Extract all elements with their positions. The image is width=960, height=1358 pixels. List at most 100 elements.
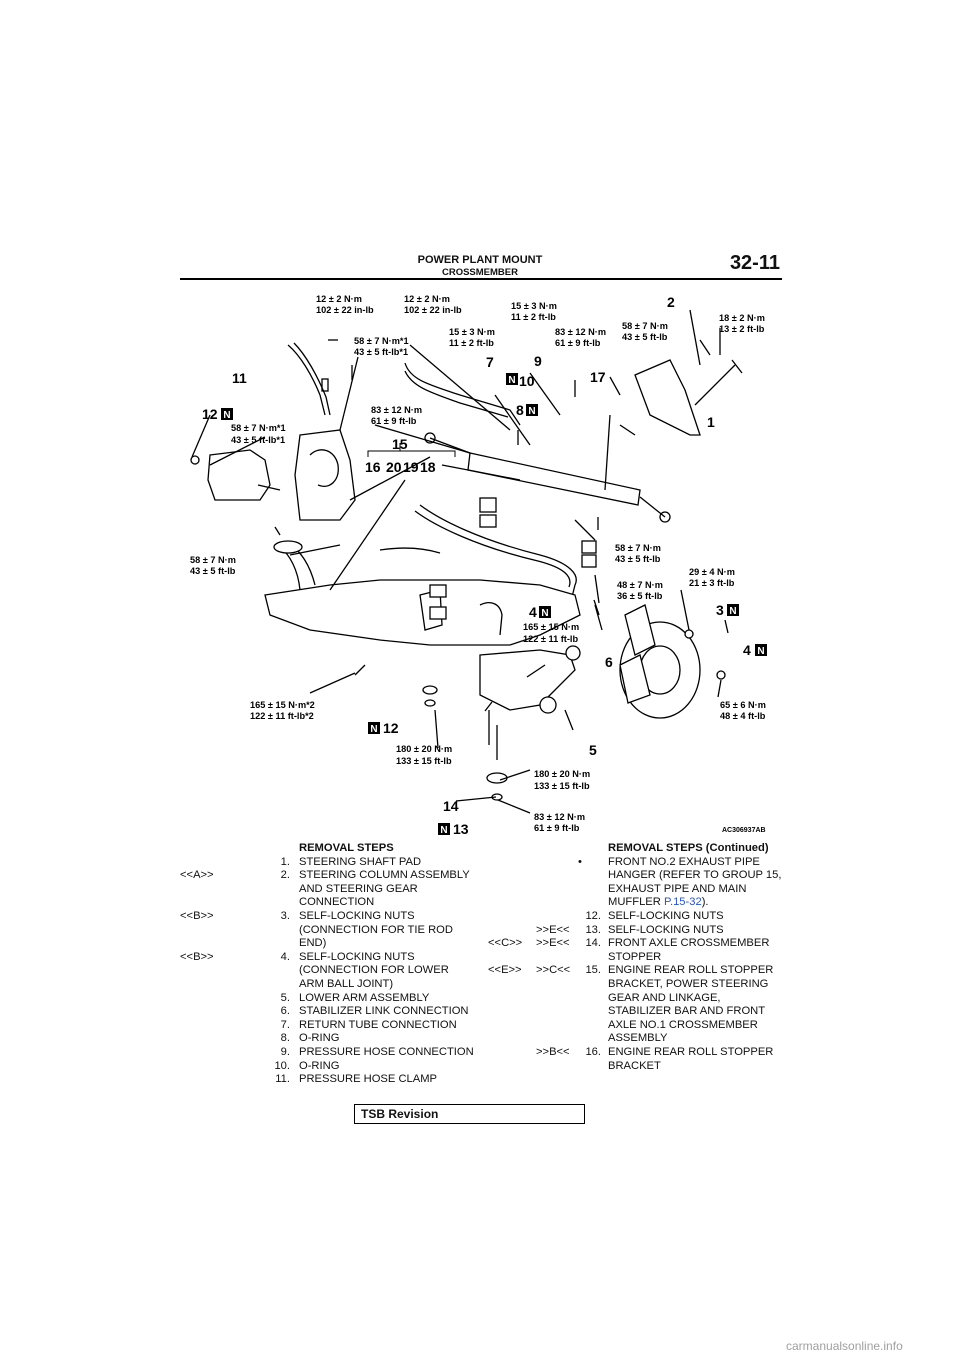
torque-label: 122 ± 11 ft-lb [523,634,578,644]
torque-label: 58 ± 7 N·m [622,321,668,331]
svg-text:N: N [370,724,377,735]
torque-label: 43 ± 5 ft-lb*1 [231,435,285,445]
step-text: ENGINE REAR ROLL STOPPER [608,1046,774,1058]
torque-label: 165 ± 15 N·m*2 [250,700,315,710]
step-text: PRESSURE HOSE CONNECTION [299,1046,474,1058]
torque-label: 102 ± 22 in-lb [404,305,462,315]
torque-label: 58 ± 7 N·m [615,543,661,553]
step-number: 12. [585,910,601,922]
diagram-drawing [190,309,743,814]
callout-number: 9 [534,353,542,369]
step-text: O-RING [299,1059,340,1072]
torque-label: 61 ± 9 ft-lb [555,338,601,348]
step-text: O-RING [299,1032,340,1045]
step-text: AXLE NO.1 CROSSMEMBER [608,1018,758,1031]
step-text: SELF-LOCKING NUTS [608,923,724,936]
callout-number: 1 [707,414,715,430]
step-text: (CONNECTION FOR TIE ROD [299,923,453,936]
torque-label: 36 ± 5 ft-lb [617,591,663,601]
callout-number: 6 [605,654,613,670]
bullet-text: HANGER (REFER TO GROUP 15, [608,869,782,882]
step-text: LOWER ARM ASSEMBLY [299,991,430,1004]
step-ref: >>C<< [536,964,571,977]
bullet-text: EXHAUST PIPE AND MAIN [608,882,747,895]
bullet-icon: • [578,855,582,868]
callout-number: 4 [743,642,751,658]
step-ref: >>E<< [536,923,570,936]
step-number: 4. [280,950,290,963]
removal-steps-title: REMOVAL STEPS [299,842,394,854]
torque-label: 11 ± 2 ft-lb [511,312,556,322]
torque-label: 165 ± 15 N·m [523,622,579,632]
step-number: 15. [585,964,601,977]
callout-numbers: 1 2 3 4 4 5 6 7 8 9 10 11 12 12 13 14 15… [202,294,751,837]
svg-text:N: N [729,606,736,617]
callout-number: 14 [443,798,459,814]
callout-number: 2 [667,294,675,310]
step-ref: <<B>> [180,950,214,963]
torque-label: 83 ± 12 N·m [555,327,606,337]
torque-label: 83 ± 12 N·m [534,812,585,822]
torque-label: 58 ± 7 N·m*1 [231,423,286,433]
torque-label: 133 ± 15 ft-lb [396,756,452,766]
step-text: AND STEERING GEAR [299,882,418,895]
step-number: 13. [585,923,601,936]
callout-number: 4 [529,604,537,620]
step-number: 6. [280,1005,290,1018]
step-text: SELF-LOCKING NUTS [608,910,724,922]
step-text: RETURN TUBE CONNECTION [299,1018,457,1031]
callout-number: 15 [392,436,408,452]
step-text: CONNECTION [299,896,375,909]
step-text: FRONT AXLE CROSSMEMBER [608,937,770,950]
removal-steps-continued-title: REMOVAL STEPS (Continued) [608,842,769,854]
callout-number: 7 [486,354,494,370]
step-text: PRESSURE HOSE CLAMP [299,1073,438,1086]
torque-label: 21 ± 3 ft-lb [689,578,735,588]
torque-label: 61 ± 9 ft-lb [534,823,580,833]
callout-number: 16 [365,459,381,475]
step-ref: <<B>> [180,910,214,922]
step-number: 16. [585,1046,601,1058]
callout-number: 17 [590,369,606,385]
n-badge: N [438,823,450,836]
callout-number: 20 [386,459,402,475]
step-ref: <<A>> [180,869,214,882]
step-text: STABILIZER LINK CONNECTION [299,1005,469,1018]
figure-code: AC306937AB [722,827,766,834]
header-rule [180,278,782,280]
torque-label: 48 ± 7 N·m [617,580,663,590]
step-number: 10. [274,1059,290,1072]
step-ref: <<C>> [488,937,523,950]
n-badges: N N N N N N N N [221,373,767,836]
step-text: BRACKET, POWER STEERING [608,978,769,990]
torque-label: 43 ± 5 ft-lb [615,554,661,564]
removal-steps-left: REMOVAL STEPS 1. STEERING SHAFT PAD <<A>… [180,842,480,1092]
tsb-revision-box: TSB Revision [354,1104,585,1124]
torque-label: 43 ± 5 ft-lb*1 [354,347,408,357]
callout-number: 13 [453,821,469,837]
svg-text:N: N [508,375,515,386]
n-badge: N [221,408,233,421]
torque-label: 133 ± 15 ft-lb [534,781,590,791]
torque-label: 43 ± 5 ft-lb [622,332,668,342]
step-number: 11. [275,1073,290,1086]
group-15-reference-link[interactable]: P.15-32 [663,896,702,909]
crossmember-exploded-diagram: 12 ± 2 N·m 102 ± 22 in-lb 12 ± 2 N·m 102… [190,294,767,837]
n-badge: N [755,644,767,657]
step-number: 14. [585,937,601,950]
svg-text:N: N [223,410,230,421]
step-text: SELF-LOCKING NUTS [299,910,415,922]
watermark: carmanualsonline.info [786,1339,903,1353]
torque-label: 180 ± 20 N·m [534,769,590,779]
n-badge: N [727,604,739,617]
callout-number: 10 [519,373,535,389]
step-text: STEERING SHAFT PAD [299,855,422,868]
step-text: STEERING COLUMN ASSEMBLY [299,869,470,882]
step-number: 1. [280,855,290,868]
step-text: STOPPER [608,950,662,963]
torque-label: 15 ± 3 N·m [449,327,495,337]
torque-label: 15 ± 3 N·m [511,301,557,311]
n-badge: N [368,722,380,735]
callout-number: 19 [403,459,419,475]
torque-label: 48 ± 4 ft-lb [720,711,766,721]
